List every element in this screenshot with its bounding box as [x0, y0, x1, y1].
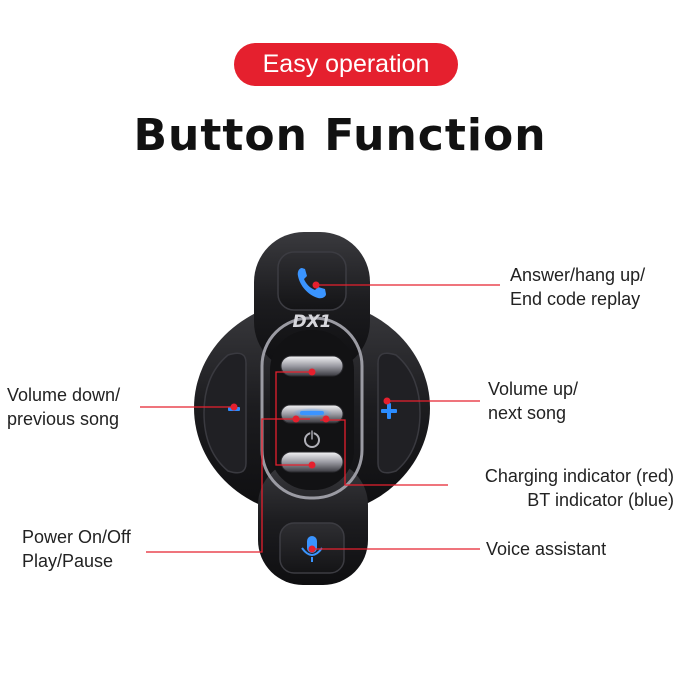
page-title: Button Function [133, 110, 547, 161]
callout-volume-down: Volume down/ previous song [7, 383, 120, 431]
callout-lines [140, 284, 500, 553]
top-bar-button[interactable] [280, 355, 344, 377]
callout-volume-up-line1: Volume up/ [488, 379, 579, 399]
brand-logo: DX1 [292, 312, 331, 332]
power-icon [304, 429, 320, 448]
callout-dots [230, 281, 391, 553]
callout-voice: Voice assistant [486, 537, 606, 561]
easy-operation-badge: Easy operation [234, 43, 458, 86]
plus-icon [381, 403, 397, 419]
callout-volume-down-line1: Volume down/ [7, 385, 121, 405]
callout-voice-line1: Voice assistant [486, 539, 607, 559]
call-button[interactable] [277, 251, 347, 311]
callout-answer: Answer/hang up/ End code replay [510, 263, 645, 311]
volume-down-button[interactable] [203, 352, 247, 474]
callout-power-line1: Power On/Off [22, 527, 131, 547]
callout-answer-line2: End code replay [510, 289, 641, 309]
callout-power-line2: Play/Pause [22, 551, 114, 571]
callout-volume-down-line2: previous song [7, 409, 120, 429]
callout-answer-line1: Answer/hang up/ [510, 265, 646, 285]
callout-charging-line2: BT indicator (blue) [527, 490, 674, 510]
phone-icon [297, 268, 326, 299]
volume-up-button[interactable] [377, 352, 421, 474]
callout-volume-up: Volume up/ next song [488, 377, 578, 425]
callout-charging-line1: Charging indicator (red) [484, 466, 674, 486]
callout-volume-up-line2: next song [488, 403, 567, 423]
callout-charging: Charging indicator (red) BT indicator (b… [448, 464, 674, 512]
callout-power: Power On/Off Play/Pause [22, 525, 131, 573]
